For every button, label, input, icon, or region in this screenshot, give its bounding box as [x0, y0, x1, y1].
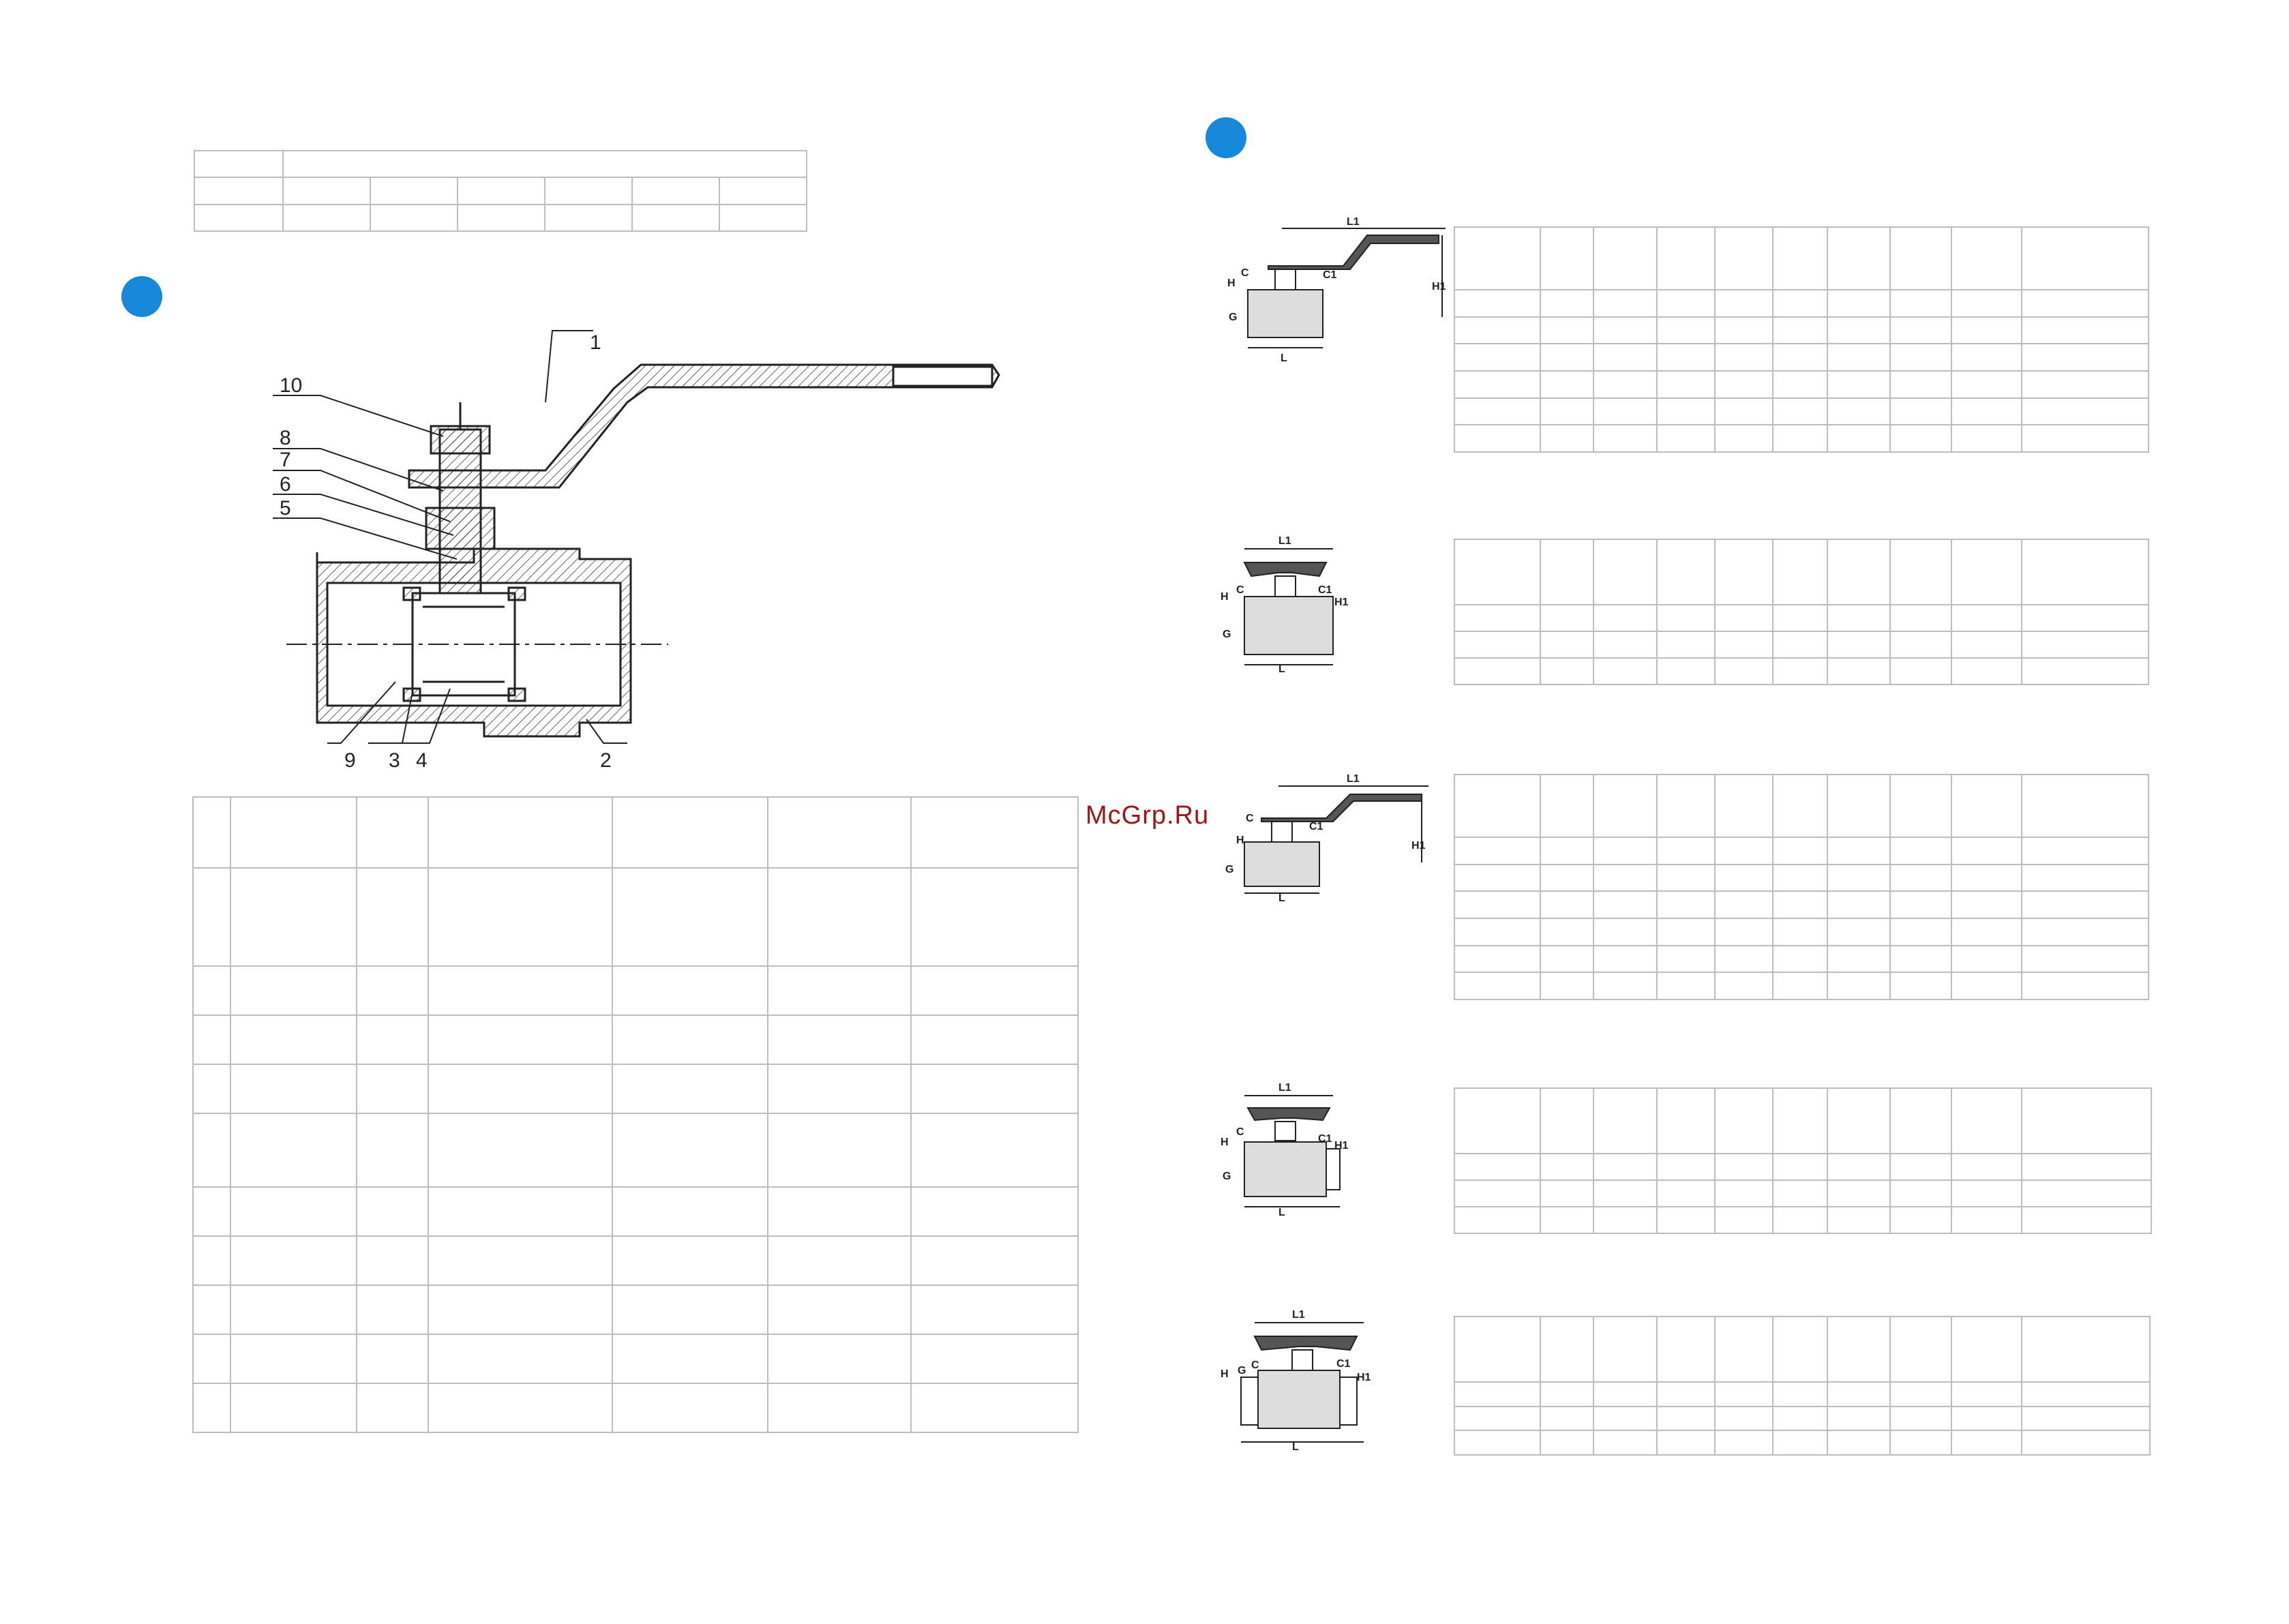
- svg-text:G: G: [1223, 629, 1231, 640]
- svg-text:L: L: [1278, 1207, 1285, 1217]
- callout-8: 8: [280, 427, 291, 449]
- valve-butterfly-fm-icon: L1 H C C1 H1 G L: [1221, 1082, 1349, 1217]
- svg-text:H: H: [1221, 591, 1229, 603]
- callout-2: 2: [600, 749, 612, 772]
- spec-table-2: [1454, 539, 2149, 685]
- callout-7: 7: [280, 449, 291, 471]
- svg-text:H1: H1: [1432, 281, 1446, 292]
- valve-cross-section-drawing: 10 8 7 6 5 1 9 3 4 2: [273, 330, 1000, 772]
- top-spec-table: [194, 149, 807, 232]
- callout-1: 1: [590, 331, 601, 354]
- svg-text:H: H: [1236, 834, 1244, 846]
- svg-text:C: C: [1246, 813, 1254, 824]
- svg-text:L: L: [1292, 1441, 1299, 1452]
- svg-text:C: C: [1236, 584, 1244, 596]
- svg-text:H1: H1: [1334, 597, 1349, 608]
- callout-4: 4: [416, 749, 428, 772]
- section-marker-left: [121, 276, 162, 317]
- svg-text:G: G: [1229, 312, 1237, 323]
- watermark: McGrp.Ru: [1086, 801, 1210, 830]
- valve-lever-fm-icon: L1 H C C1 H1 G L: [1225, 773, 1428, 903]
- svg-text:H1: H1: [1411, 840, 1426, 852]
- svg-text:L1: L1: [1278, 535, 1291, 547]
- valve-butterfly-mm-icon: L1 H C C1 H1 G L: [1221, 1309, 1371, 1452]
- callout-9: 9: [344, 749, 356, 772]
- svg-text:G: G: [1238, 1365, 1246, 1377]
- svg-text:L: L: [1281, 352, 1287, 364]
- svg-text:L: L: [1278, 892, 1285, 903]
- svg-text:C: C: [1236, 1126, 1244, 1138]
- section-marker-right: [1206, 117, 1246, 158]
- svg-text:G: G: [1223, 1171, 1231, 1182]
- svg-text:L1: L1: [1278, 1082, 1291, 1094]
- callout-10: 10: [280, 374, 302, 397]
- svg-text:C: C: [1241, 267, 1249, 279]
- svg-text:L: L: [1278, 663, 1285, 675]
- svg-text:C1: C1: [1318, 1133, 1332, 1145]
- svg-text:L1: L1: [1292, 1309, 1305, 1321]
- spec-table-3: [1454, 774, 2149, 1000]
- valve-butterfly-ff-icon: L1 H C C1 H1 G L: [1221, 535, 1349, 675]
- spec-table-5: [1454, 1316, 2151, 1456]
- svg-text:C1: C1: [1336, 1358, 1351, 1370]
- svg-text:H: H: [1221, 1137, 1229, 1148]
- svg-text:C: C: [1251, 1359, 1259, 1371]
- valve-lever-ff-icon: L1 H C C1 H1 G L: [1227, 216, 1446, 364]
- svg-text:L1: L1: [1347, 216, 1360, 228]
- callout-5: 5: [280, 497, 291, 520]
- svg-text:H: H: [1221, 1368, 1229, 1380]
- svg-text:H1: H1: [1357, 1372, 1371, 1383]
- svg-text:H1: H1: [1334, 1140, 1349, 1152]
- svg-text:C1: C1: [1323, 269, 1337, 281]
- callout-3: 3: [389, 749, 400, 772]
- svg-text:H: H: [1227, 277, 1236, 289]
- svg-text:C1: C1: [1318, 584, 1332, 596]
- spec-table-1: [1454, 226, 2149, 453]
- callout-6: 6: [280, 473, 291, 496]
- svg-text:L1: L1: [1347, 773, 1360, 785]
- parts-table: [192, 796, 1079, 1433]
- svg-text:C1: C1: [1309, 821, 1323, 832]
- svg-text:G: G: [1225, 864, 1233, 875]
- spec-table-4: [1454, 1087, 2152, 1234]
